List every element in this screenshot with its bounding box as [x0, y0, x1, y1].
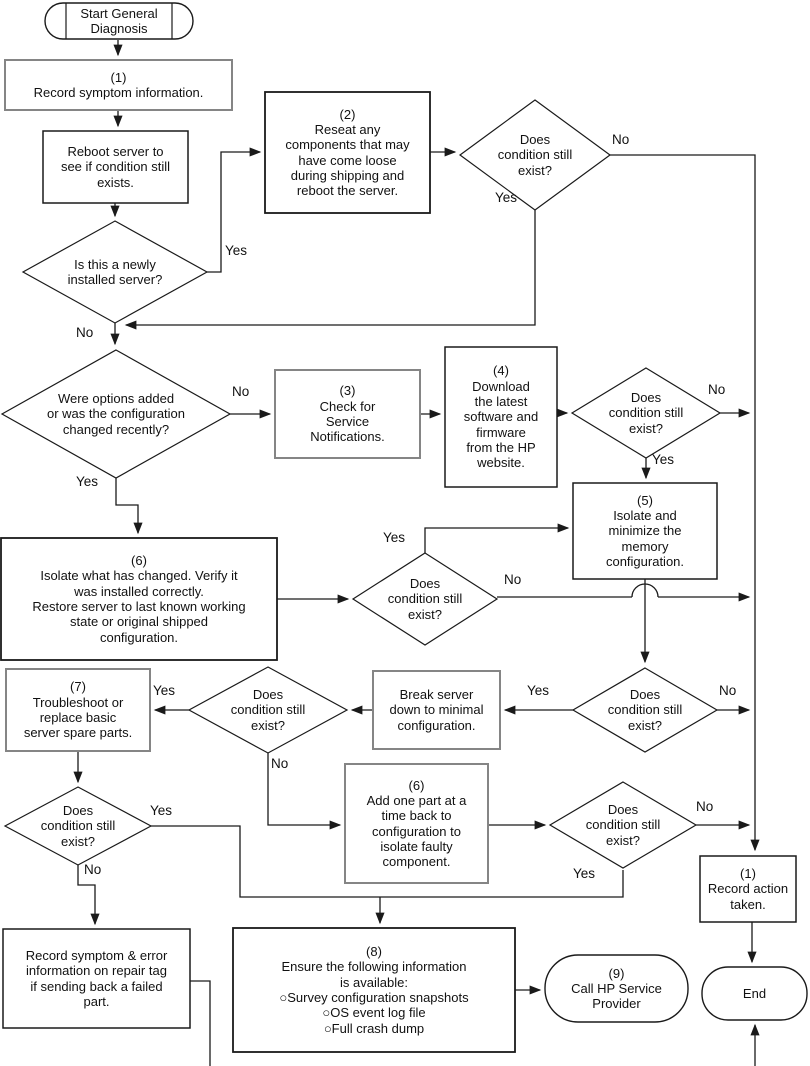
box8-shape: [232, 927, 516, 1053]
edge-d7-no-to-box6b: [267, 753, 342, 830]
box2-shape: [264, 91, 431, 214]
edge-d3-yes-to-box6: [115, 478, 143, 535]
edge-label-d6-no: No: [719, 683, 737, 698]
edge-label-d8-no: No: [84, 862, 102, 877]
box7-shape: [5, 668, 151, 752]
end-terminator-shape: [701, 966, 808, 1021]
edge-d1-yes-join: [124, 210, 536, 330]
d4-diamond-shape: [570, 367, 722, 459]
start-terminator-shape: [44, 2, 194, 40]
edge-label-d5-no: No: [504, 572, 522, 587]
reboot-shape: [42, 130, 189, 204]
break-box-shape: [372, 670, 501, 750]
box6-shape: [0, 537, 278, 661]
edge-label-d7-yes: Yes: [153, 683, 176, 698]
edge-d8-no-to-record-symptom: [77, 865, 100, 926]
box6b-shape: [344, 763, 489, 884]
d9-diamond-shape: [548, 781, 698, 869]
d5-diamond-shape: [351, 552, 499, 646]
d7-diamond-shape: [187, 666, 349, 754]
edge-label-d4-no: No: [708, 382, 726, 397]
edge-label-d2-no: No: [76, 325, 94, 340]
box1-shape: [4, 59, 233, 111]
d3-diamond-shape: [0, 349, 232, 479]
edge-d8-yes-collector: [151, 825, 624, 898]
edge-line-hop: [631, 583, 659, 598]
edge-d2-yes-to-box2: [207, 147, 262, 273]
edge-d5-yes-to-box5: [424, 523, 570, 553]
edge-label-d3-yes: Yes: [76, 474, 99, 489]
d1-diamond-shape: [458, 99, 612, 211]
record-action-shape: [699, 855, 797, 923]
record-symptom-shape: [2, 928, 191, 1029]
edge-label-d5-yes: Yes: [383, 530, 406, 545]
edge-label-d4-yes: Yes: [652, 452, 675, 467]
edge-label-d6-yes: Yes: [527, 683, 550, 698]
edge-label-d3-no: No: [232, 384, 250, 399]
edge-record-symptom-exit: [190, 980, 211, 1066]
edge-label-d1-no: No: [612, 132, 630, 147]
edge-label-d9-yes: Yes: [573, 866, 596, 881]
d6-diamond-shape: [571, 667, 719, 753]
edge-label-d9-no: No: [696, 799, 714, 814]
edge-d1-no-rail: [610, 154, 760, 852]
edge-label-d8-yes: Yes: [150, 803, 173, 818]
edge-label-d2-yes: Yes: [225, 243, 248, 258]
oval9-shape: [544, 954, 689, 1023]
d2-diamond-shape: [21, 220, 209, 324]
edge-label-d7-no: No: [271, 756, 289, 771]
box4-shape: [444, 346, 558, 488]
box5-shape: [572, 482, 718, 580]
edge-label-d1-yes: Yes: [495, 190, 518, 205]
d8-diamond-shape: [3, 786, 153, 866]
box3-shape: [274, 369, 421, 459]
